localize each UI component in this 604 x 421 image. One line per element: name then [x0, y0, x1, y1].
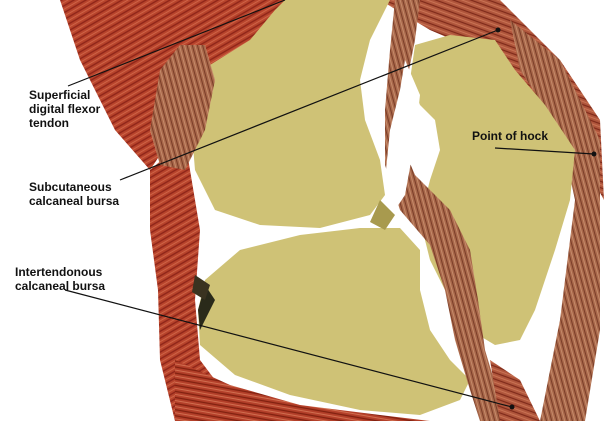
- superficial-tendon-cap: [150, 45, 215, 170]
- label-intertendonous-calcaneal-bursa: Intertendonous calcaneal bursa: [15, 265, 106, 293]
- leader-sdft: [67, 0, 286, 87]
- upper-right-muscle: [380, 0, 604, 200]
- leader-dot-hock: [591, 151, 597, 157]
- label-subcutaneous-calcaneal-bursa: Subcutaneous calcaneal bursa: [29, 180, 120, 208]
- leader-hock: [494, 147, 595, 155]
- central-tendon: [385, 0, 510, 421]
- right-tendon: [510, 20, 600, 421]
- leader-dot-icb: [509, 404, 515, 410]
- bone-lower: [198, 228, 470, 415]
- bottom-muscle: [175, 360, 430, 421]
- label-point-of-hock: Point of hock: [472, 129, 548, 143]
- leader-icb: [64, 289, 513, 408]
- bone-upper: [190, 0, 390, 228]
- bone-shadow-2: [370, 200, 395, 230]
- label-superficial-digital-flexor-tendon: Superficial digital flexor tendon: [29, 88, 101, 130]
- left-muscle-column: [150, 140, 250, 421]
- leader-scb: [119, 29, 499, 181]
- bottom-right-strand: [490, 360, 540, 421]
- bone-shadow-3: [192, 275, 210, 300]
- bursa-gap: [385, 60, 420, 210]
- leader-dot-scb: [495, 27, 501, 33]
